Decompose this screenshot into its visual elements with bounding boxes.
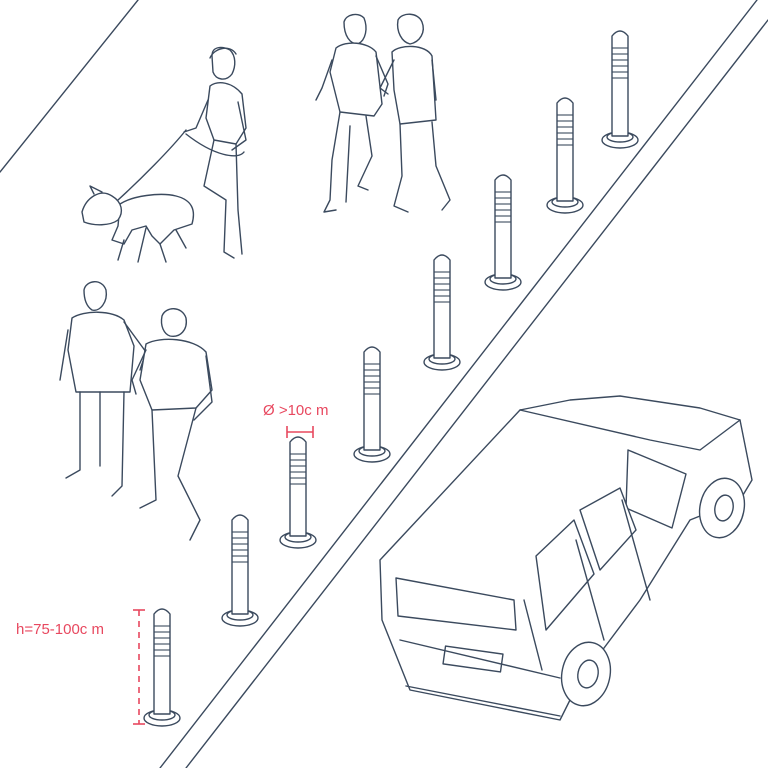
bollard-post [153, 608, 171, 715]
car-plate [442, 645, 504, 673]
car-roof [519, 395, 741, 451]
dog-ear [89, 185, 103, 195]
walker-cap [209, 47, 237, 59]
height-label: h=75-100c m [16, 621, 104, 638]
bollard-post [231, 514, 249, 615]
couple-left-legs [65, 391, 125, 497]
bollard [221, 514, 259, 627]
couple-left-body [67, 311, 135, 393]
bollard [353, 346, 391, 463]
bollard-post [494, 174, 512, 279]
elderly-pair [315, 13, 451, 213]
couple-right-arms [131, 349, 213, 421]
height-dimension: h=75-100c m [16, 609, 145, 725]
car-hub-rear [577, 659, 599, 689]
dog-legs [117, 227, 187, 263]
car-window-mid [579, 487, 637, 571]
bollard [484, 174, 522, 291]
bollard-post [433, 254, 451, 359]
car-bumper [399, 639, 561, 717]
bollard-row [143, 30, 639, 727]
walker-torso [205, 82, 247, 145]
elder-left-legs [323, 111, 373, 213]
diameter-dimension: Ø >10c m [263, 402, 328, 438]
bollard [423, 254, 461, 371]
bollard-post [289, 436, 307, 537]
back-edge-line [0, 0, 139, 173]
couple-left-head [83, 281, 107, 311]
car-window-rear [535, 519, 595, 631]
car-hub-front [714, 494, 734, 522]
bollard-post [611, 30, 629, 137]
bollard-post [556, 97, 574, 202]
elder-left-head [343, 13, 367, 45]
couple-right-body [139, 338, 213, 411]
couple-right-legs [139, 407, 201, 541]
dog-head [81, 192, 123, 226]
elder-right-head [396, 13, 424, 45]
curb-line-inner [185, 19, 768, 768]
elder-left-body [329, 42, 383, 117]
dog-body [111, 193, 195, 245]
bollard [143, 608, 181, 727]
car [379, 395, 753, 721]
dog-leash [117, 129, 245, 201]
person-walking-dog [117, 46, 247, 259]
walker-head [211, 46, 236, 80]
diameter-label: Ø >10c m [263, 402, 328, 419]
elder-right-body [391, 45, 437, 125]
bollard [546, 97, 584, 214]
couple-walking [59, 281, 213, 541]
dog [81, 185, 195, 263]
bollard [279, 436, 317, 549]
bollard-post [363, 346, 381, 451]
car-door-lines [523, 499, 651, 671]
curb-line-outer [159, 0, 758, 768]
elder-right-legs [393, 121, 451, 213]
walker-legs [203, 139, 243, 259]
car-window-front [625, 449, 687, 529]
car-rear-window [395, 577, 517, 631]
elder-right-arms [379, 59, 437, 101]
bollard [601, 30, 639, 149]
couple-right-head [160, 308, 187, 337]
